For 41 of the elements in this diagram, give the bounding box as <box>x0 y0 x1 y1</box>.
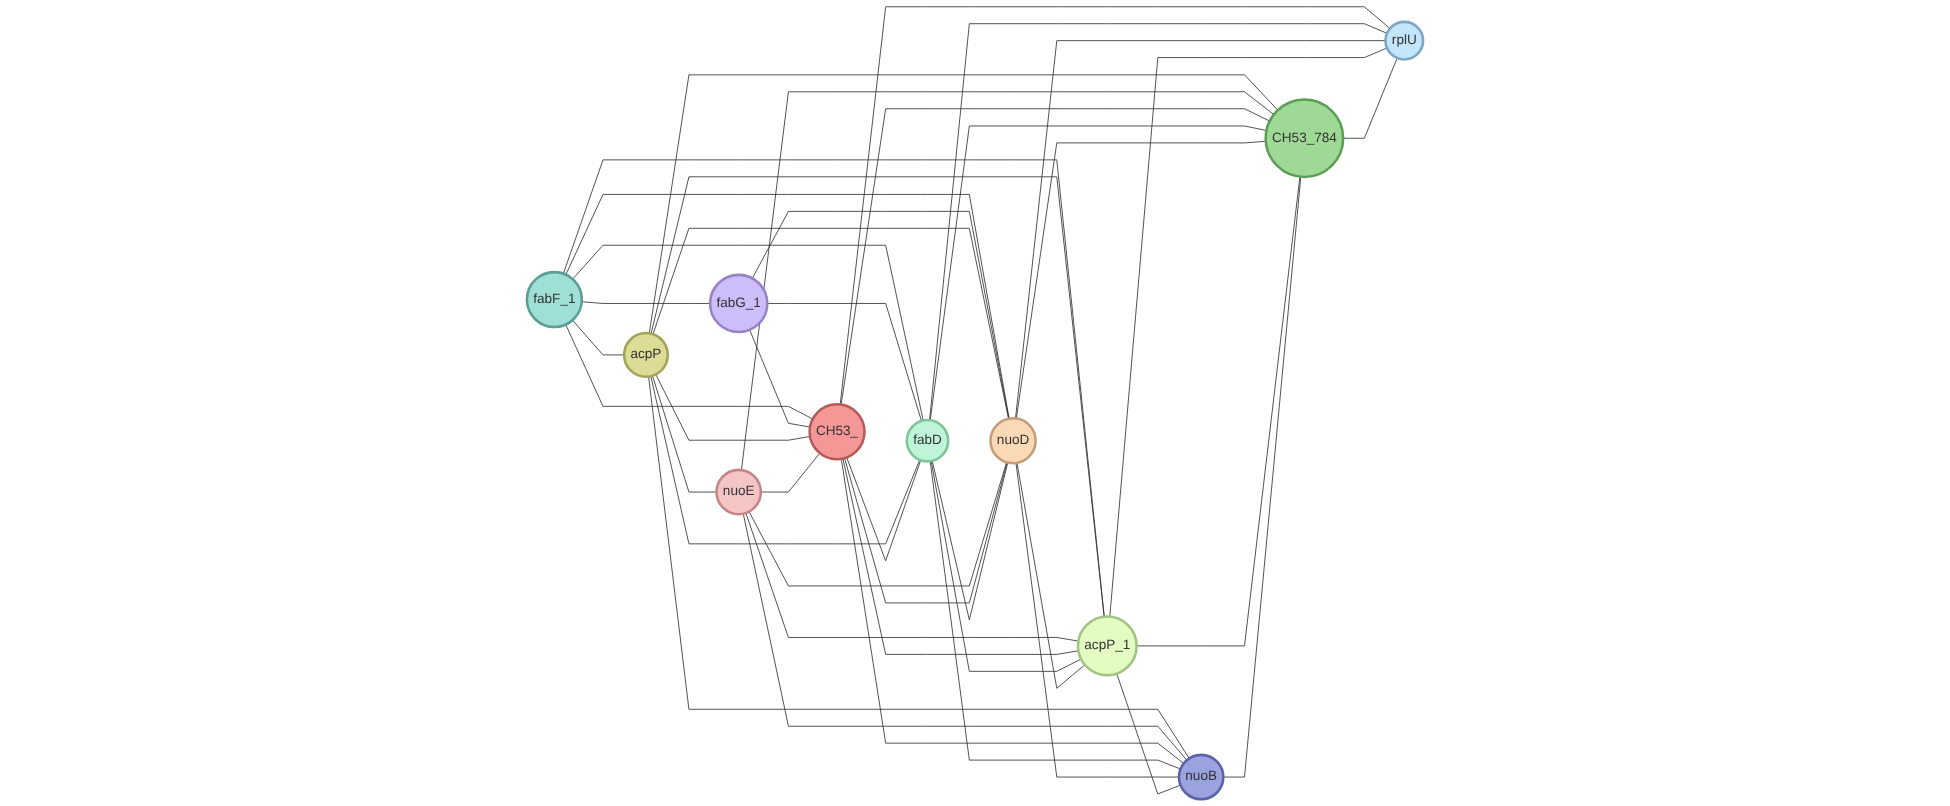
connector <box>931 460 1009 621</box>
connector <box>572 319 625 356</box>
connector <box>741 91 1275 471</box>
connector <box>844 457 1008 604</box>
connector <box>929 125 1267 421</box>
connector <box>565 324 814 420</box>
connector <box>840 458 1185 764</box>
connector <box>1015 462 1180 778</box>
connector <box>655 373 811 441</box>
connector <box>751 210 1010 419</box>
connector <box>846 457 922 562</box>
connector <box>1015 140 1267 419</box>
connector <box>562 159 1105 618</box>
connector <box>1136 176 1301 647</box>
connector <box>840 108 1271 406</box>
connector <box>572 244 924 421</box>
connector <box>930 460 1082 672</box>
connector <box>1016 462 1086 689</box>
connector <box>650 176 1105 618</box>
connector <box>742 513 1188 761</box>
connector <box>842 458 1079 655</box>
connector <box>1015 40 1386 419</box>
connector <box>766 303 922 422</box>
connector <box>929 23 1388 421</box>
connector <box>839 6 1391 405</box>
connector <box>929 460 1181 770</box>
connector <box>652 375 717 493</box>
connector <box>581 301 711 304</box>
connector <box>1222 176 1302 778</box>
connector <box>650 375 921 545</box>
connector <box>749 329 811 428</box>
connector <box>760 452 821 493</box>
connector <box>1109 47 1388 618</box>
connector <box>648 74 1279 334</box>
connector <box>652 227 1009 420</box>
connector <box>565 194 1010 419</box>
connector <box>1342 57 1398 139</box>
connector <box>1116 673 1181 795</box>
connector <box>648 376 1190 759</box>
connector <box>745 512 1079 642</box>
connector <box>748 461 1007 587</box>
